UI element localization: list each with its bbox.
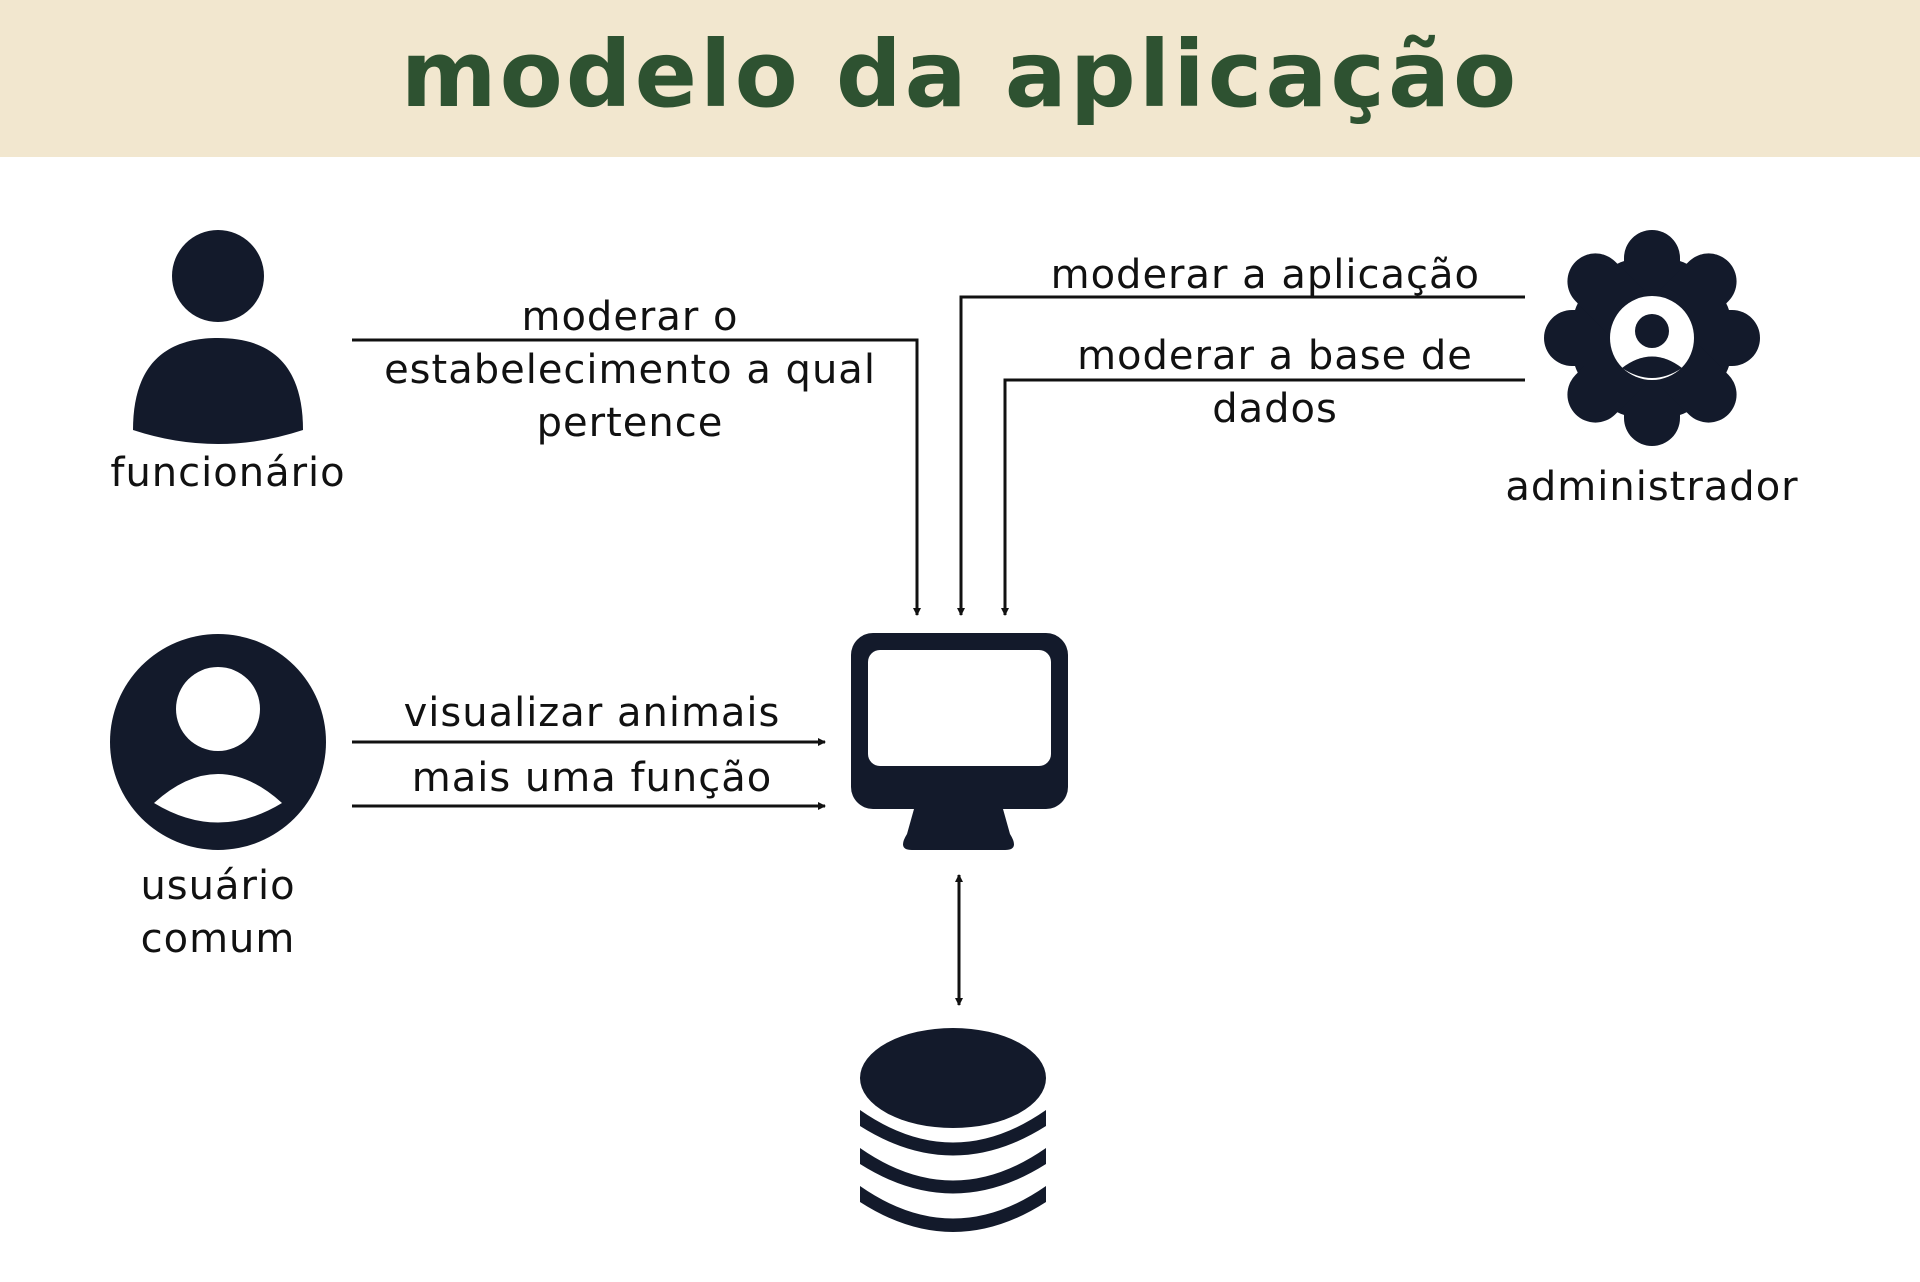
administrador-label: administrador: [1505, 464, 1799, 510]
funcionario-connector: [352, 338, 921, 616]
funcionario-label: funcionário: [110, 450, 346, 496]
admin-gear-icon: [1544, 230, 1760, 446]
monitor-icon: [851, 633, 1068, 850]
funcionario-action-label: moderar o estabelecimento a qual pertenc…: [384, 294, 876, 446]
page-title: modelo da aplicação: [400, 21, 1520, 128]
admin-db-connector: [1001, 378, 1525, 616]
admin-app-action-label: moderar a aplicação: [1050, 252, 1480, 298]
person-icon: [133, 230, 303, 444]
usuario-action-2-label: mais uma função: [411, 755, 773, 801]
database-icon: [860, 1028, 1046, 1232]
title-banner: modelo da aplicação: [0, 0, 1920, 157]
usuario-action-1-label: visualizar animais: [403, 690, 781, 736]
usuario-label: usuário comum: [140, 863, 296, 962]
user-circle-icon: [110, 634, 326, 850]
admin-db-action-label: moderar a base de dados: [1077, 333, 1473, 432]
admin-app-connector: [957, 295, 1525, 616]
